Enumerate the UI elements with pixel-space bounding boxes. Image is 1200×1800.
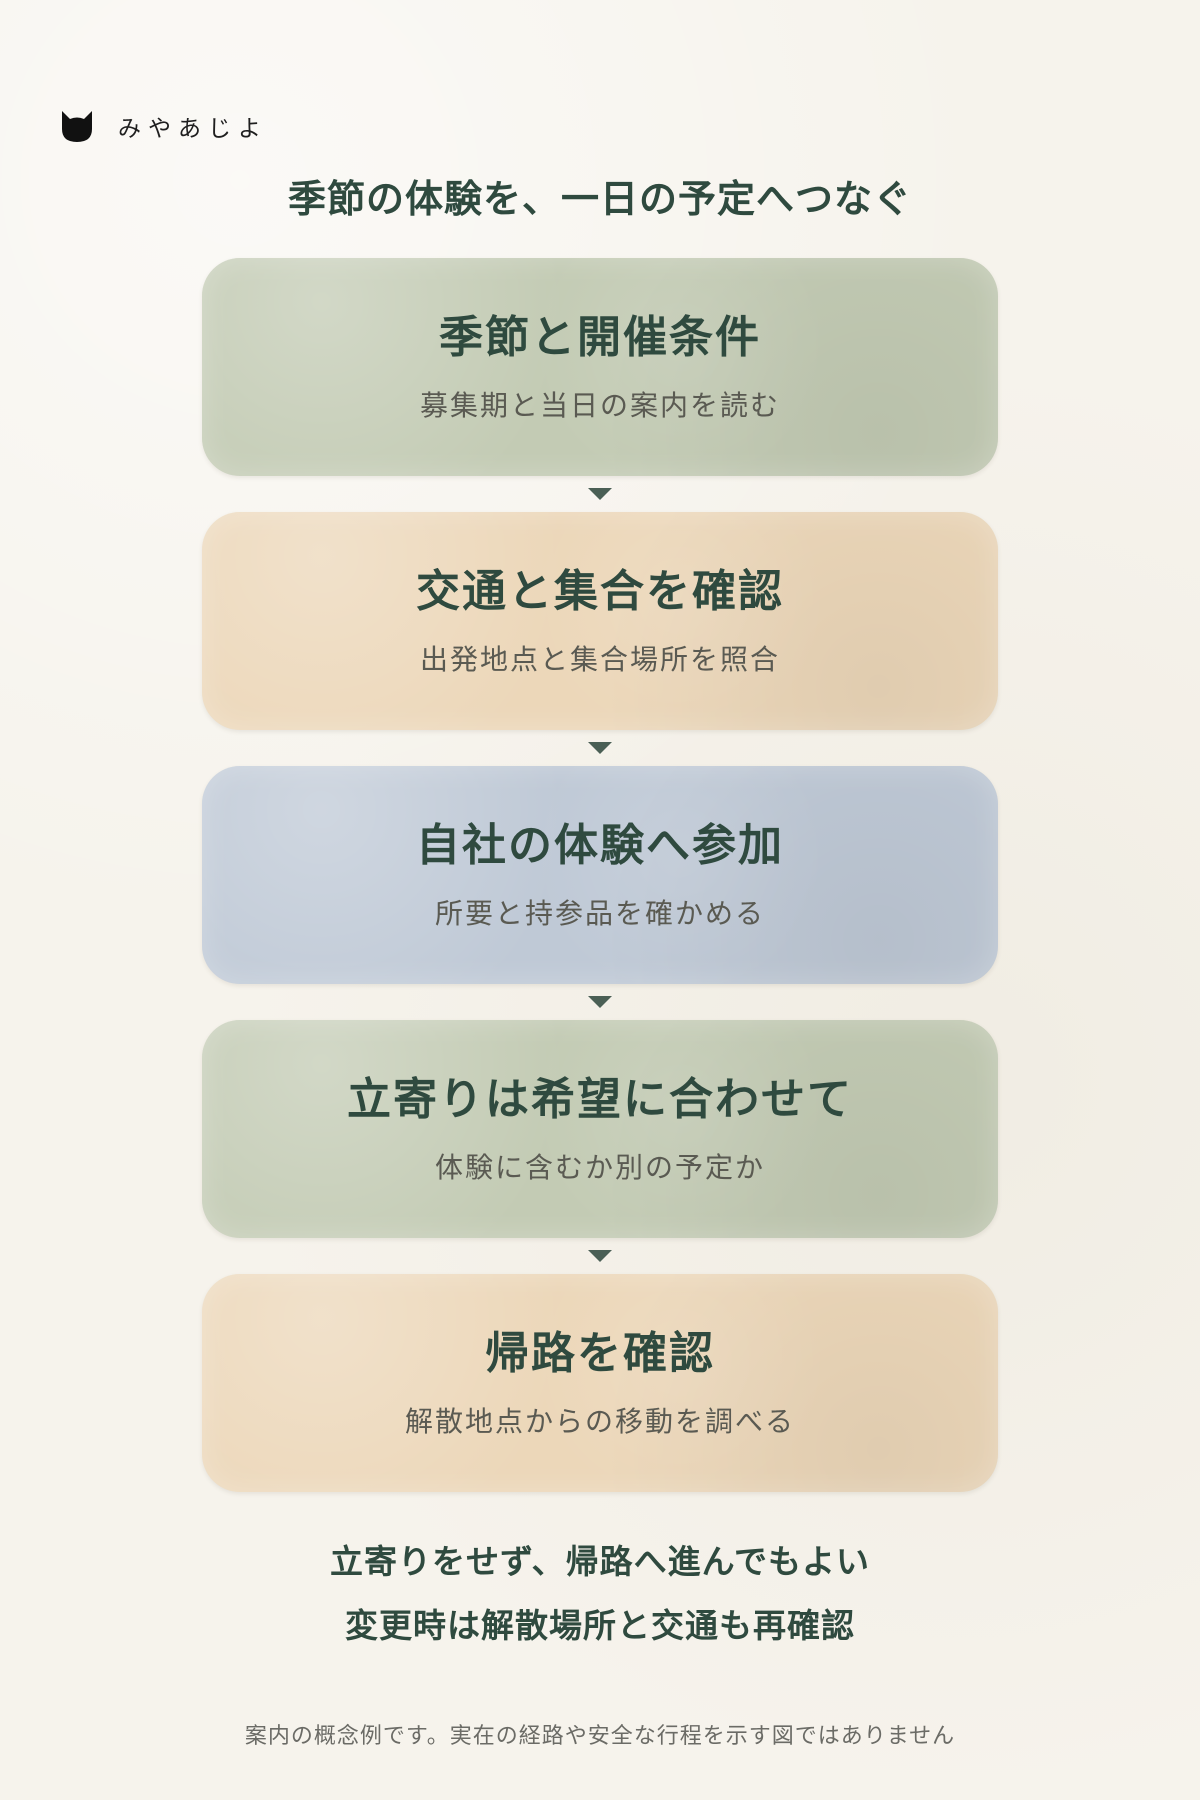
step-connector [202, 730, 998, 766]
note-line: 変更時は解散場所と交通も再確認 [345, 1606, 855, 1645]
page-title: 季節の体験を、一日の予定へつなぐ [287, 177, 912, 221]
disclaimer: 案内の概念例です。実在の経路や安全な行程を示す図ではありません [244, 1724, 956, 1749]
step-connector [202, 1238, 998, 1274]
flow-steps: 季節と開催条件 募集期と当日の案内を読む 交通と集合を確認 出発地点と集合場所を… [202, 258, 998, 1492]
step-card-2: 交通と集合を確認 出発地点と集合場所を照合 [202, 512, 998, 730]
arrow-down-icon [588, 1250, 612, 1262]
arrow-down-icon [588, 742, 612, 754]
step-title: 帰路を確認 [485, 1327, 715, 1379]
step-description: 募集期と当日の案内を読む [419, 388, 780, 422]
step-card-3: 自社の体験へ参加 所要と持参品を確かめる [202, 766, 998, 984]
step-description: 出発地点と集合場所を照合 [419, 642, 780, 676]
arrow-down-icon [588, 488, 612, 500]
step-card-4: 立寄りは希望に合わせて 体験に含むか別の予定か [202, 1020, 998, 1238]
step-description: 解散地点からの移動を調べる [404, 1404, 795, 1438]
step-title: 季節と開催条件 [439, 311, 761, 363]
brand-name: みやあじよ [118, 116, 268, 142]
note-line: 立寄りをせず、帰路へ進んでもよい [329, 1542, 871, 1581]
step-card-5: 帰路を確認 解散地点からの移動を調べる [202, 1274, 998, 1492]
step-title: 交通と集合を確認 [416, 565, 784, 617]
step-connector [202, 476, 998, 512]
step-card-1: 季節と開催条件 募集期と当日の案内を読む [202, 258, 998, 476]
step-title: 立寄りは希望に合わせて [347, 1073, 853, 1125]
step-connector [202, 984, 998, 1020]
notes: 立寄りをせず、帰路へ進んでもよい 変更時は解散場所と交通も再確認 [0, 1545, 1200, 1642]
step-title: 自社の体験へ参加 [416, 819, 784, 871]
brand: みやあじよ [58, 105, 268, 147]
arrow-down-icon [588, 996, 612, 1008]
cat-face-icon [62, 111, 92, 142]
step-description: 所要と持参品を確かめる [434, 896, 765, 930]
step-description: 体験に含むか別の予定か [434, 1150, 765, 1184]
